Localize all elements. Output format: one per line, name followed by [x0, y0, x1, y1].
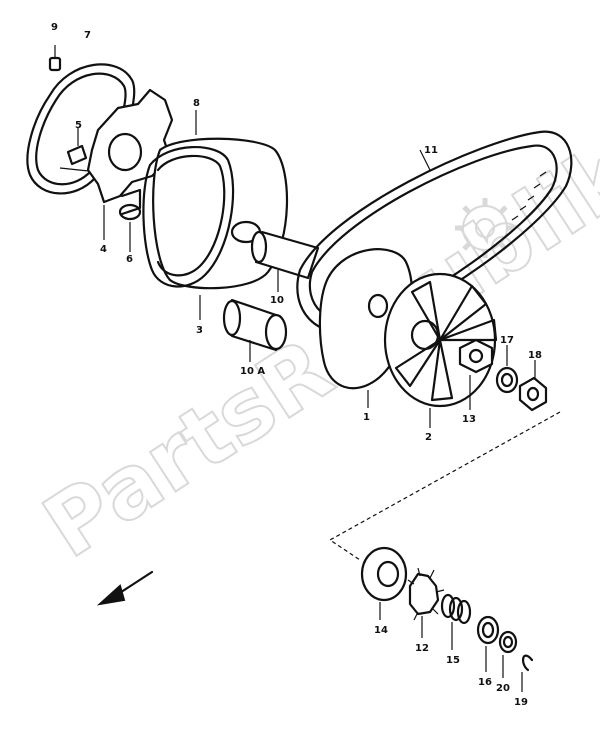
- part-15-spring: [440, 593, 472, 650]
- callout-6: 6: [126, 254, 133, 265]
- part-20-washer: [498, 630, 518, 678]
- part-10-sleeve: [250, 230, 320, 292]
- part-16-washer: [476, 615, 500, 672]
- gear-icon: [455, 198, 515, 258]
- callout-16: 16: [478, 677, 492, 688]
- part-5-bolt: [66, 128, 88, 166]
- part-3-drive-face: [142, 137, 288, 320]
- callout-5: 5: [75, 120, 82, 131]
- callout-18: 18: [528, 350, 542, 361]
- part-4-ramp-plate: [86, 88, 174, 240]
- callout-3: 3: [196, 325, 203, 336]
- part-6-roller: [118, 188, 142, 252]
- callout-7: 7: [84, 30, 91, 41]
- part-9-bolt: [48, 45, 62, 72]
- callout-10: 10: [270, 295, 284, 306]
- part-14-pulley: [360, 546, 408, 620]
- arrow-front-icon: [96, 570, 154, 606]
- callout-13: 13: [462, 414, 476, 425]
- callout-2: 2: [425, 432, 432, 443]
- callout-labels: 9 7 5 4 6 8 3 10 10 A 11 1 2 13 17 18 14…: [51, 22, 542, 708]
- callout-19: 19: [514, 697, 528, 708]
- part-18-nut: [518, 360, 548, 412]
- callout-1: 1: [363, 412, 370, 423]
- part-12-gear: [407, 567, 445, 638]
- assembly-leader: [328, 411, 561, 561]
- callout-9: 9: [51, 22, 58, 33]
- callout-8: 8: [193, 98, 200, 109]
- callout-15: 15: [446, 655, 460, 666]
- part-2-fan: [383, 272, 498, 428]
- part-13-nut: [458, 338, 494, 410]
- part-10a-spacer: [222, 298, 288, 362]
- callout-4: 4: [100, 244, 107, 255]
- callout-10a: 10 A: [240, 366, 265, 377]
- callout-12: 12: [415, 643, 429, 654]
- callout-17: 17: [500, 335, 514, 346]
- part-19-circlip: [521, 654, 534, 692]
- callout-11: 11: [424, 145, 438, 156]
- callout-20: 20: [496, 683, 510, 694]
- part-17-washer: [495, 345, 519, 394]
- callout-14: 14: [374, 625, 388, 636]
